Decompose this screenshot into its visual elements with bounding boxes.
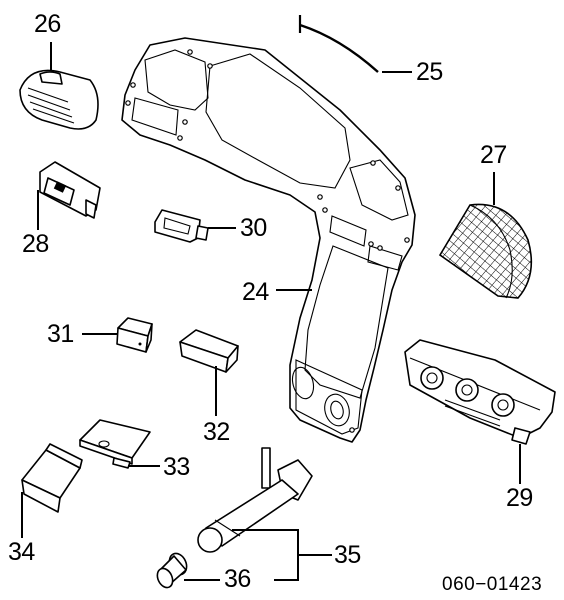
label-28: 28 (22, 230, 49, 258)
side-air-vent (19, 69, 99, 130)
center-air-vent (438, 203, 533, 299)
lighter-assembly (197, 447, 313, 553)
label-31: 31 (47, 320, 74, 348)
ashtray (21, 443, 83, 513)
label-36: 36 (224, 565, 251, 593)
label-33: 33 (163, 453, 190, 481)
label-27: 27 (480, 141, 507, 169)
label-29: 29 (506, 484, 533, 512)
label-25: 25 (416, 58, 443, 86)
lighter-knob (156, 552, 188, 589)
switch-assembly (39, 161, 101, 219)
tray-33 (79, 419, 151, 469)
label-24: 24 (242, 278, 269, 306)
label-34: 34 (8, 538, 35, 566)
clip-30 (154, 209, 209, 243)
storage-pocket (179, 329, 239, 373)
label-32: 32 (203, 418, 230, 446)
trim-strip (298, 15, 379, 73)
label-26: 26 (34, 10, 61, 38)
label-30: 30 (240, 214, 267, 242)
climate-control-unit (404, 339, 556, 445)
label-35: 35 (334, 541, 361, 569)
leader-lines (21, 42, 521, 581)
block-31 (116, 317, 153, 353)
instrument-panel-bezel (121, 37, 416, 443)
drawing-code: 060−01423 (442, 574, 543, 595)
